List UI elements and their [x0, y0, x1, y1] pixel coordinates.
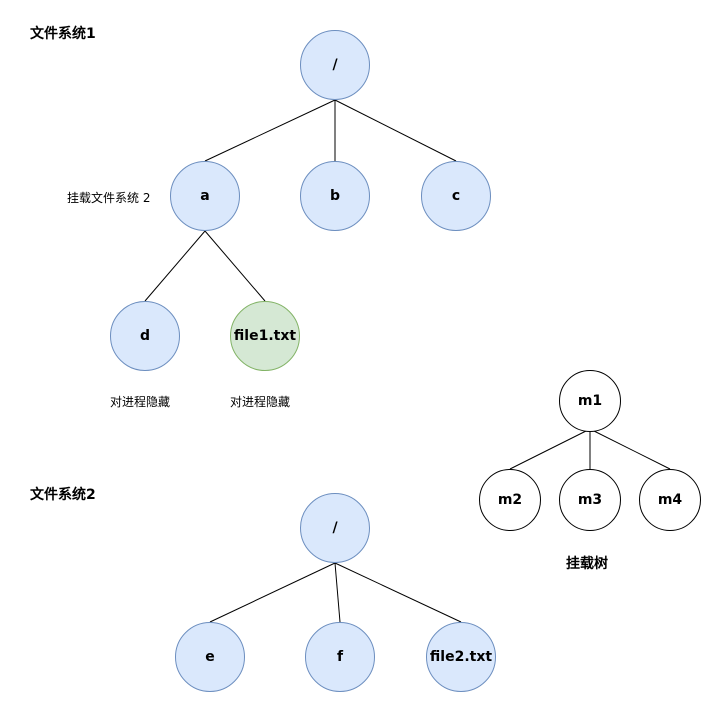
edge-root2-e — [209, 562, 336, 623]
fs1-title: 文件系统1 — [30, 26, 96, 42]
edge-root-a — [204, 99, 336, 162]
fs1-node-a: a — [170, 161, 240, 231]
mount-node-m1: m1 — [559, 370, 621, 432]
fs2-title: 文件系统2 — [30, 487, 96, 503]
fs1-node-d: d — [110, 301, 180, 371]
edge-m1-m4 — [589, 428, 671, 470]
edge-root2-f — [334, 562, 341, 623]
hidden-label-d: 对进程隐藏 — [110, 395, 171, 409]
fs1-node-c: c — [421, 161, 491, 231]
edge-root-c — [334, 99, 457, 162]
fs2-node-e: e — [175, 622, 245, 692]
hidden-label-file1: 对进程隐藏 — [230, 395, 291, 409]
edge-a-file1 — [204, 230, 266, 302]
fs2-node-f: f — [305, 622, 375, 692]
mount-tree-caption: 挂载树 — [566, 556, 608, 572]
mount-node-m3: m3 — [559, 469, 621, 531]
edge-m1-m2 — [509, 428, 591, 470]
edge-a-d — [144, 230, 206, 302]
mount-node-m2: m2 — [479, 469, 541, 531]
fs1-node-file1: file1.txt — [230, 301, 300, 371]
mount-fs2-label: 挂载文件系统 2 — [67, 191, 151, 205]
mount-node-m4: m4 — [639, 469, 701, 531]
edge-root2-file2 — [334, 562, 462, 623]
fs1-root-node: / — [300, 30, 370, 100]
fs2-node-file2: file2.txt — [426, 622, 496, 692]
fs1-node-b: b — [300, 161, 370, 231]
fs2-root-node: / — [300, 493, 370, 563]
